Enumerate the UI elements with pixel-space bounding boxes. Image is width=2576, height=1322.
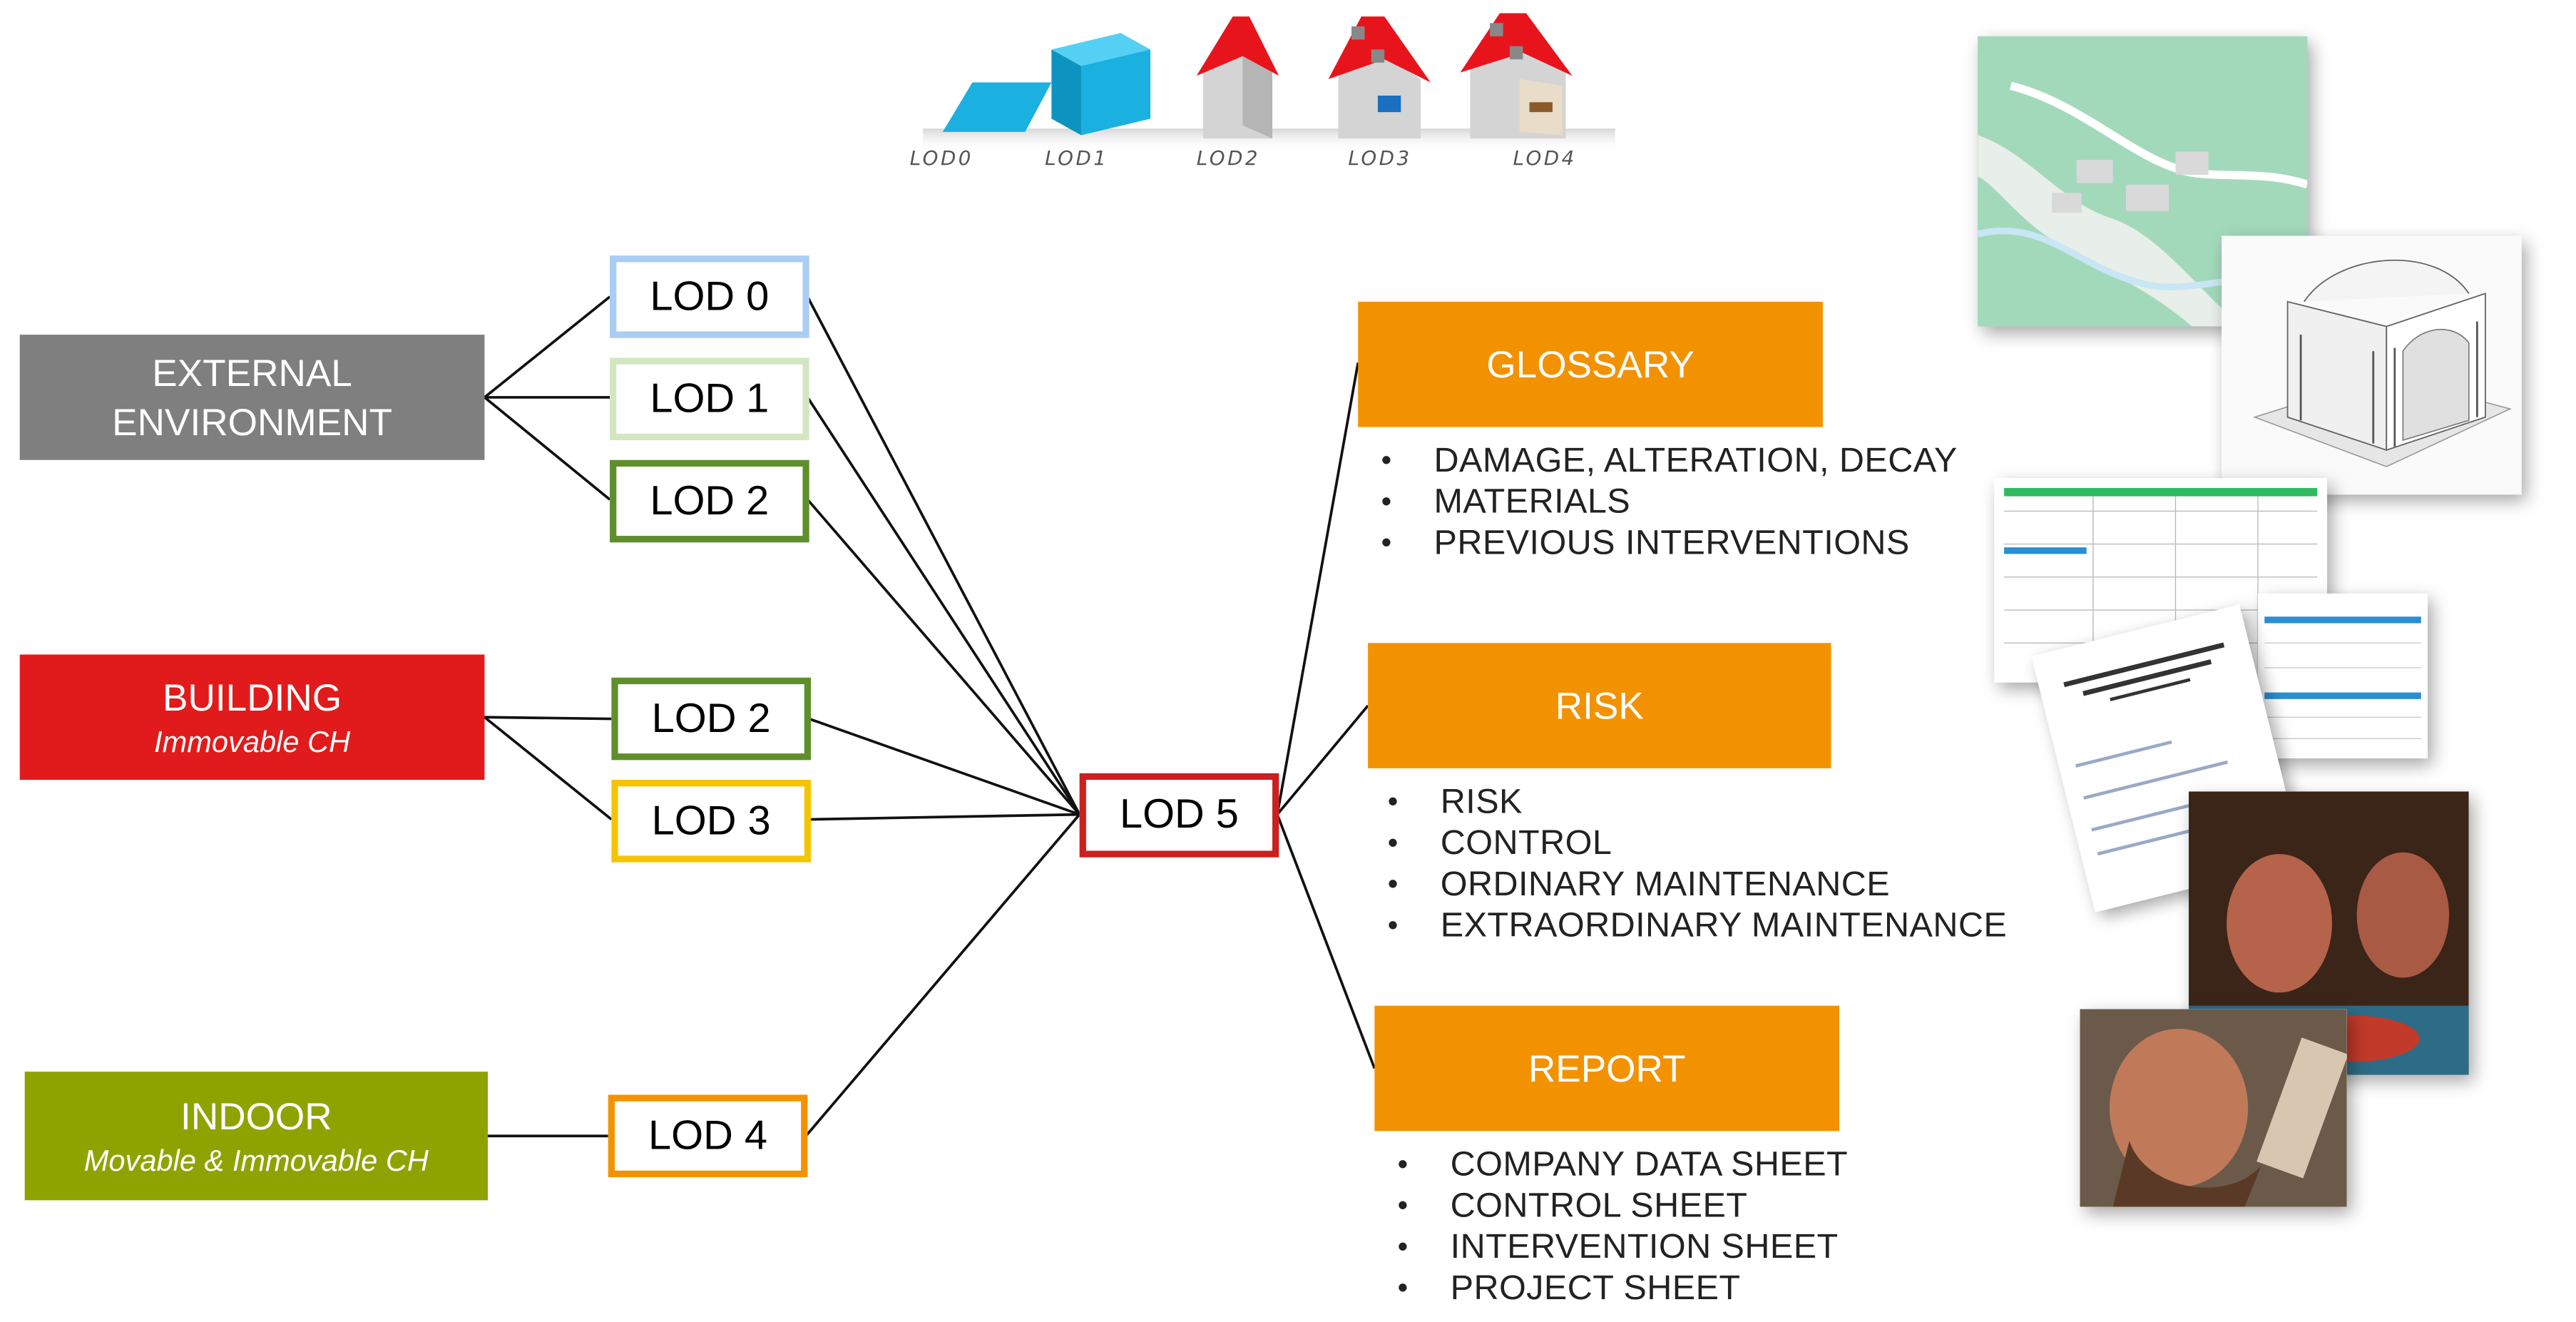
sculpture-b-graphic <box>2080 1009 2347 1207</box>
ext-lod1-box: LOD 1 <box>610 357 809 441</box>
lod-strip-label-4: LOD4 <box>1513 146 1576 170</box>
map-graphic <box>1978 36 2308 327</box>
lod-strip-label-3: LOD3 <box>1348 146 1411 170</box>
glossary-item: MATERIALS <box>1381 482 1958 523</box>
report-item: PROJECT SHEET <box>1398 1268 1849 1309</box>
lod3-house-icon <box>1328 16 1431 139</box>
risk-list: RISK CONTROL ORDINARY MAINTENANCE EXTRAO… <box>1384 781 2007 946</box>
risk-box: RISK <box>1368 643 1831 768</box>
ind-lod4-box: LOD 4 <box>608 1094 808 1178</box>
external-line1: EXTERNAL <box>152 351 352 395</box>
line-lod0-lod5 <box>806 296 1081 815</box>
lod5-label: LOD 5 <box>1119 791 1239 838</box>
lod0-plane-icon <box>942 82 1052 132</box>
building-box: BUILDING Immovable CH <box>19 654 485 781</box>
report-item: COMPANY DATA SHEET <box>1398 1144 1849 1186</box>
line-ext-lod0 <box>484 295 611 399</box>
glossary-list: DAMAGE, ALTERATION, DECAY MATERIALS PREV… <box>1378 440 1958 564</box>
line-lod4-lod5 <box>804 813 1081 1137</box>
line-lod5-risk <box>1276 704 1369 815</box>
bld-lod3-label: LOD 3 <box>651 797 771 844</box>
bld-lod2-box: LOD 2 <box>611 677 811 761</box>
ext-lod0-box: LOD 0 <box>610 255 809 338</box>
lod5-box: LOD 5 <box>1079 773 1279 858</box>
sculpture-photo-thumbnail-b <box>2080 1009 2347 1207</box>
glossary-title: GLOSSARY <box>1486 342 1695 385</box>
risk-item: ORDINARY MAINTENANCE <box>1388 864 2007 905</box>
ind-lod4-label: LOD 4 <box>648 1112 768 1159</box>
risk-item: CONTROL <box>1388 823 2007 864</box>
building-3d-model-thumbnail <box>2222 235 2522 495</box>
line-bld-lod2 <box>484 716 612 721</box>
sheet-b-graphic <box>2257 593 2428 759</box>
bld-lod3-box: LOD 3 <box>611 780 811 863</box>
external-environment-box: EXTERNAL ENVIRONMENT <box>19 335 485 460</box>
glossary-item: PREVIOUS INTERVENTIONS <box>1381 523 1958 564</box>
line-bld-lod3 <box>484 716 613 820</box>
report-item: CONTROL SHEET <box>1398 1186 1849 1227</box>
lod4-house-icon <box>1460 13 1573 139</box>
ext-lod0-label: LOD 0 <box>650 273 770 320</box>
lod-strip-label-2: LOD2 <box>1197 146 1260 170</box>
line-lod1-lod5 <box>806 396 1081 815</box>
report-item: INTERVENTION SHEET <box>1398 1226 1849 1268</box>
indoor-box: INDOOR Movable & Immovable CH <box>24 1072 489 1201</box>
external-line2: ENVIRONMENT <box>112 400 392 444</box>
ext-lod2-box: LOD 2 <box>610 459 809 543</box>
ext-lod1-label: LOD 1 <box>650 375 770 422</box>
indoor-title: INDOOR <box>180 1094 332 1138</box>
data-sheet-thumbnail-b <box>2257 593 2428 759</box>
risk-item: EXTRAORDINARY MAINTENANCE <box>1388 905 2007 947</box>
lod1-block-icon <box>1051 33 1151 136</box>
risk-item: RISK <box>1388 781 2007 823</box>
lod-strip-label-0: LOD0 <box>910 146 973 170</box>
line-ext-lod2 <box>484 396 611 501</box>
glossary-box: GLOSSARY <box>1358 301 1823 427</box>
line-lod3-lod5 <box>809 813 1080 821</box>
building-subtitle: Immovable CH <box>154 725 351 759</box>
glossary-item: DAMAGE, ALTERATION, DECAY <box>1381 440 1958 482</box>
line-lod2-lod5 <box>806 499 1081 815</box>
report-title: REPORT <box>1528 1046 1686 1089</box>
bld-lod2-label: LOD 2 <box>651 695 771 741</box>
building-title: BUILDING <box>163 676 342 719</box>
line-blod2-lod5 <box>809 717 1080 816</box>
report-box: REPORT <box>1374 1005 1840 1132</box>
lod-strip-label-1: LOD1 <box>1045 146 1108 170</box>
risk-title: RISK <box>1555 683 1644 726</box>
lod-illustration-strip: LOD0 LOD1 LOD2 LOD3 LOD4 <box>910 13 1615 170</box>
map-thumbnail <box>1978 36 2308 327</box>
ext-lod2-label: LOD 2 <box>650 477 770 524</box>
building-model-graphic <box>2222 235 2522 495</box>
indoor-subtitle: Movable & Immovable CH <box>83 1144 429 1178</box>
line-lod5-report <box>1276 813 1376 1069</box>
line-lod5-glossary <box>1276 362 1360 815</box>
lod2-house-icon <box>1196 16 1279 139</box>
report-list: COMPANY DATA SHEET CONTROL SHEET INTERVE… <box>1394 1144 1848 1309</box>
